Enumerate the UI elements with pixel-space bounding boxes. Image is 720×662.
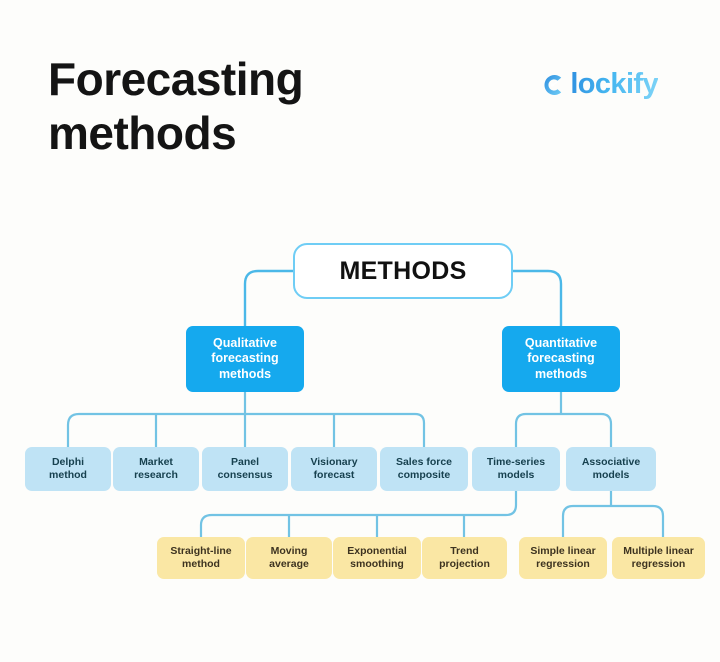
node-label: Qualitative forecasting methods bbox=[211, 336, 279, 381]
page-title: Forecasting methods bbox=[48, 53, 304, 160]
node-label: Time-series models bbox=[486, 456, 546, 481]
clockify-c-icon bbox=[544, 74, 562, 95]
node-label: Exponential smoothing bbox=[347, 545, 407, 570]
node-label: Associative models bbox=[581, 456, 641, 481]
node-moving-average[interactable]: Moving average bbox=[246, 537, 332, 579]
node-label: Quantitative forecasting methods bbox=[524, 336, 598, 381]
node-visionary-forecast[interactable]: Visionary forecast bbox=[291, 447, 377, 491]
node-label: METHODS bbox=[339, 256, 467, 285]
node-label: Visionary forecast bbox=[310, 456, 358, 481]
node-associative-models[interactable]: Associative models bbox=[566, 447, 656, 491]
node-label: Multiple linear regression bbox=[623, 545, 694, 570]
node-label: Panel consensus bbox=[217, 456, 273, 481]
node-label: Sales force composite bbox=[395, 456, 453, 481]
node-qualitative-forecasting-methods[interactable]: Qualitative forecasting methods bbox=[186, 326, 304, 392]
node-label: Straight-line method bbox=[170, 545, 232, 570]
node-multiple-linear-regression[interactable]: Multiple linear regression bbox=[612, 537, 705, 579]
clockify-wordmark: lockify bbox=[570, 68, 658, 100]
clockify-logo[interactable]: lockify bbox=[539, 68, 659, 101]
node-label: Trend projection bbox=[439, 545, 490, 570]
node-quantitative-forecasting-methods[interactable]: Quantitative forecasting methods bbox=[502, 326, 620, 392]
node-market-research[interactable]: Market research bbox=[113, 447, 199, 491]
node-trend-projection[interactable]: Trend projection bbox=[422, 537, 507, 579]
node-delphi-method[interactable]: Delphi method bbox=[25, 447, 111, 491]
node-exponential-smoothing[interactable]: Exponential smoothing bbox=[333, 537, 421, 579]
node-label: Simple linear regression bbox=[530, 545, 596, 570]
node-sales-force-composite[interactable]: Sales force composite bbox=[380, 447, 468, 491]
node-methods[interactable]: METHODS bbox=[293, 243, 513, 299]
node-panel-consensus[interactable]: Panel consensus bbox=[202, 447, 288, 491]
node-label: Moving average bbox=[269, 545, 309, 570]
node-straight-line-method[interactable]: Straight-line method bbox=[157, 537, 245, 579]
node-time-series-models[interactable]: Time-series models bbox=[472, 447, 560, 491]
node-label: Market research bbox=[134, 456, 178, 481]
node-simple-linear-regression[interactable]: Simple linear regression bbox=[519, 537, 607, 579]
node-label: Delphi method bbox=[49, 456, 87, 481]
